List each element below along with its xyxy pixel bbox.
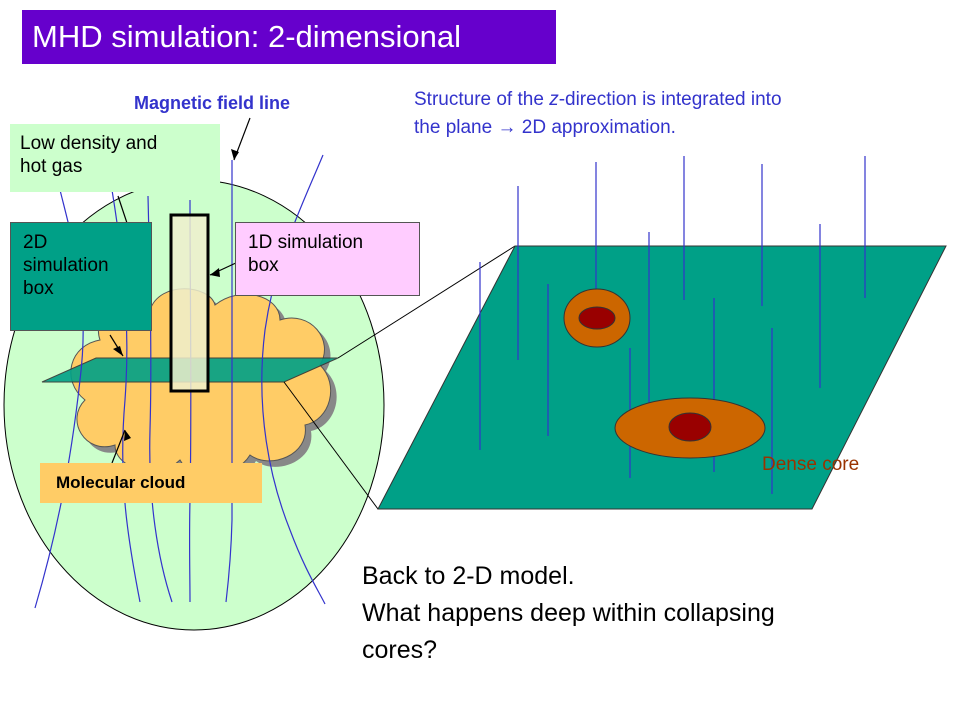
page-title: MHD simulation: 2-dimensional	[22, 10, 556, 64]
structure-note-line2-end: 2D approximation.	[516, 117, 676, 138]
bottom-text-line2: What happens deep within collapsing	[362, 599, 775, 627]
bottom-text-line1: Back to 2-D model.	[362, 562, 575, 590]
structure-note-line2: the plane → 2D approximation.	[414, 114, 954, 142]
bottom-text-line3: cores?	[362, 636, 438, 664]
structure-note: Structure of the z-direction is integrat…	[414, 86, 954, 142]
magnetic-field-line-label: Magnetic field line	[134, 93, 291, 113]
low-density-line1: Low density and	[20, 133, 158, 154]
structure-note-part2: -direction is integrated into	[558, 89, 782, 110]
box-1d-line2: box	[248, 255, 279, 276]
box-2d-line2: simulation	[23, 255, 109, 276]
structure-note-part1: Structure of the	[414, 89, 550, 110]
molecular-cloud-label: Molecular cloud	[40, 463, 262, 503]
core-small-inner	[578, 306, 616, 330]
box-2d-line1: 2D	[23, 232, 48, 253]
box-2d-line3: box	[23, 278, 54, 299]
low-density-line2: hot gas	[20, 156, 83, 177]
box-1d-line1: 1D simulation	[248, 232, 364, 253]
simulation-box-2d-label: 2D simulation box	[10, 222, 152, 331]
core-large-inner	[668, 412, 712, 442]
structure-note-line1: Structure of the z-direction is integrat…	[414, 86, 954, 114]
simulation-box-1d-column	[169, 213, 210, 393]
plane-large	[377, 245, 947, 510]
plane-connectors	[283, 245, 516, 510]
structure-note-line2-start: the plane	[414, 117, 498, 138]
right-arrow-icon: →	[497, 117, 517, 138]
dense-core-label: Dense core	[762, 454, 860, 475]
structure-note-italic: z	[549, 89, 559, 110]
low-density-gas-label: Low density and hot gas	[10, 124, 220, 192]
bottom-text: Back to 2-D model. What happens deep wit…	[362, 558, 922, 669]
simulation-box-1d-label: 1D simulation box	[235, 222, 420, 296]
